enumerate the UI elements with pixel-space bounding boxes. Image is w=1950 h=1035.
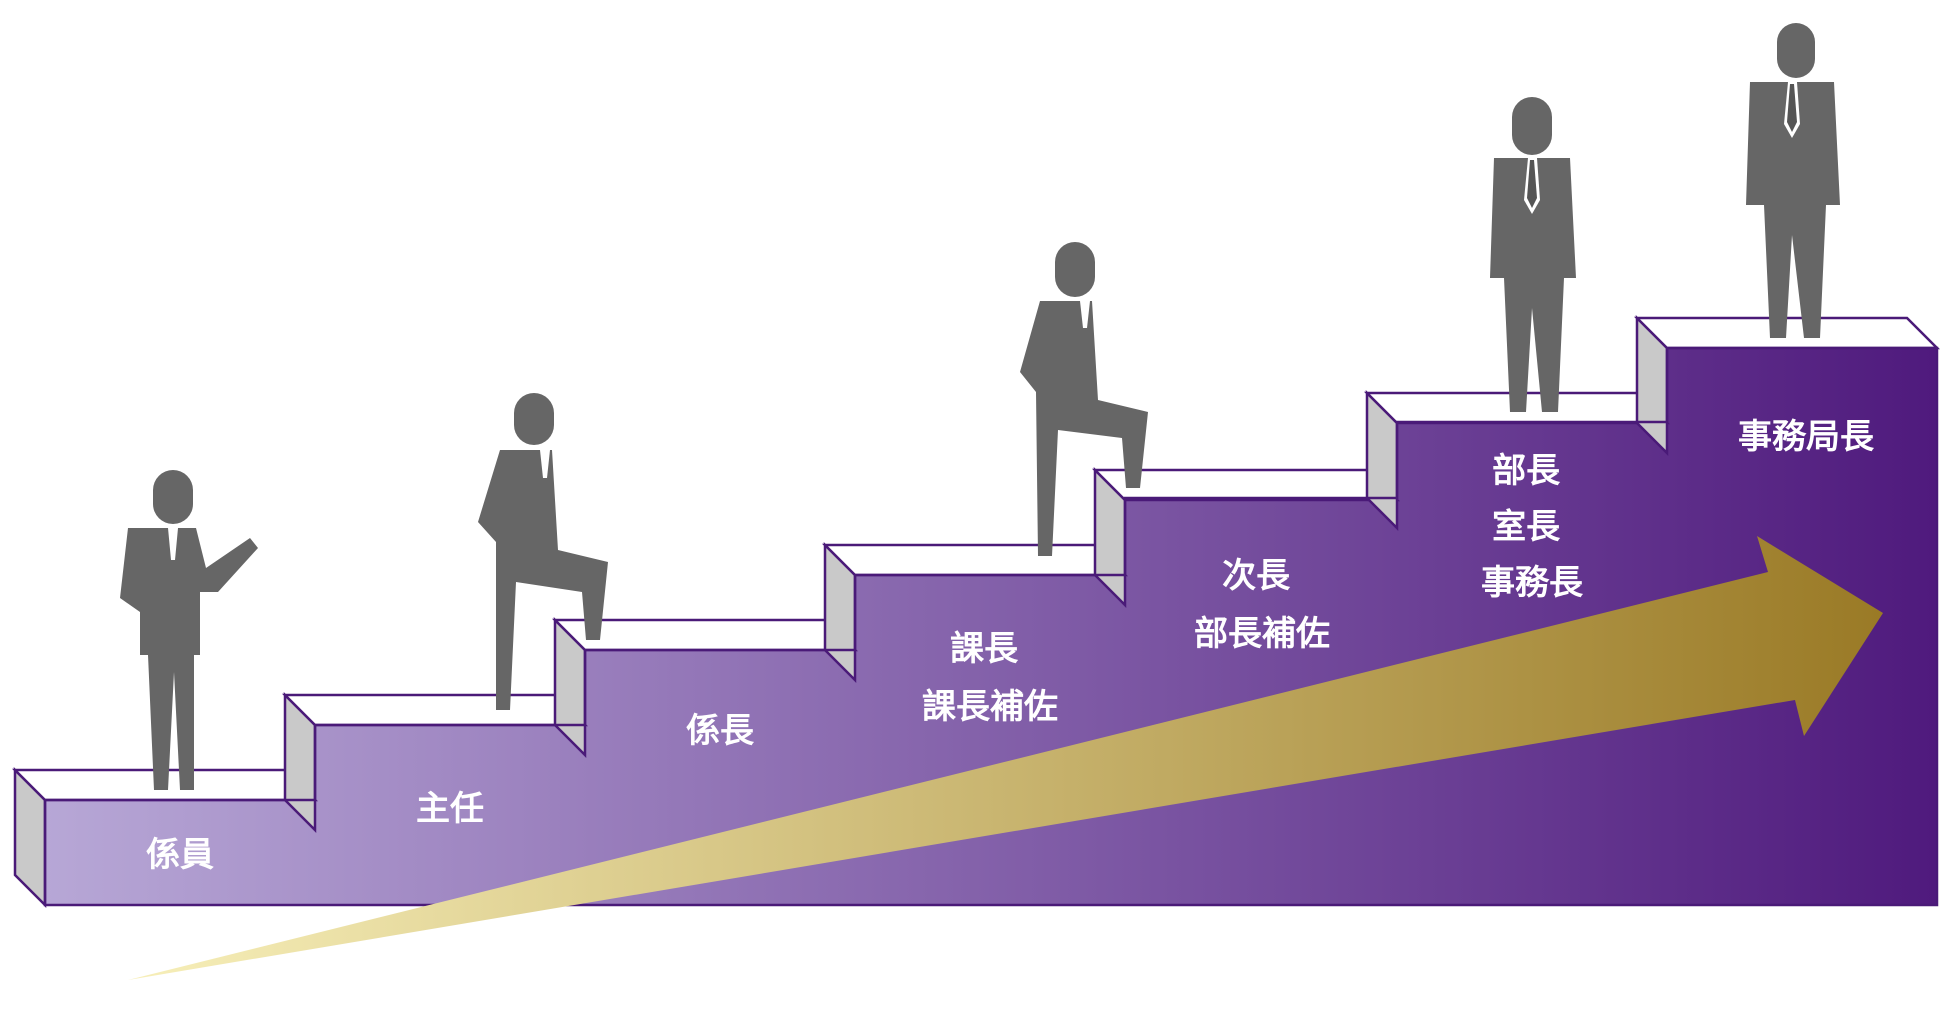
rank-label-step5: 次長 部長補佐 xyxy=(1194,556,1330,654)
rank-label-step7: 事務局長 xyxy=(1738,417,1875,457)
rank-label-step4: 課長 課長補佐 xyxy=(922,629,1058,727)
step-tread xyxy=(1633,316,1941,350)
rank-labels: 係員 主任 係長 課長 課長補佐 次長 部長補佐 部長 室長 事務長 事務局長 xyxy=(146,417,1875,875)
businessman-figure-climbing xyxy=(478,393,608,710)
business-figures xyxy=(120,23,1840,790)
step-tread xyxy=(821,543,1129,577)
rank-label-step1: 係員 xyxy=(146,835,214,875)
rank-label-step6: 部長 室長 事務長 xyxy=(1481,451,1584,603)
step-tread xyxy=(281,693,589,727)
businessman-figure-climbing-2 xyxy=(1020,242,1148,556)
rank-label-step3: 係長 xyxy=(686,711,755,751)
rank-label-step2: 主任 xyxy=(416,789,484,829)
step-5 xyxy=(1091,466,1401,609)
staircase-outline xyxy=(43,346,1939,907)
staircase-body xyxy=(45,348,1937,905)
businessman-figure-standing xyxy=(1490,97,1576,412)
businessman-figure-standing-2 xyxy=(1746,23,1840,338)
businessman-figure-presenting xyxy=(120,470,258,790)
step-3 xyxy=(551,616,859,759)
